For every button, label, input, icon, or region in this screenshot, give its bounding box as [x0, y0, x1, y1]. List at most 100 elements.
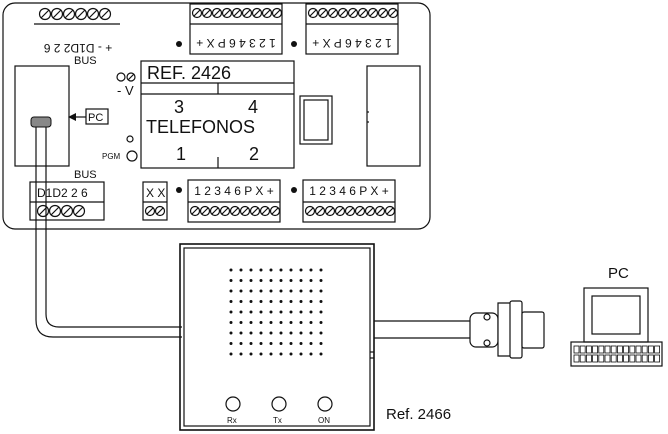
grille-dot: [309, 279, 313, 282]
keyboard-key: [604, 345, 611, 354]
phone-4-label: 4: [248, 97, 258, 117]
db9-connector: [469, 300, 545, 359]
grille-dot: [269, 300, 273, 303]
grille-dot: [229, 310, 233, 314]
grille-dot: [269, 342, 273, 345]
bottom-mid-terminal-label: 1 2 3 4 6 P X +: [194, 184, 274, 198]
pc-computer-icon: [570, 287, 663, 367]
grille-dot: [299, 268, 303, 272]
grille-dot: [259, 331, 263, 335]
grille-dot: [239, 310, 243, 314]
bottom-xx-label: X X: [146, 186, 165, 200]
phone-1-label: 1: [176, 144, 186, 164]
grille-dot: [279, 342, 283, 345]
grille-dot: [249, 321, 253, 324]
led-on: [317, 396, 333, 412]
right-connector: [366, 65, 421, 167]
grille-dot: [319, 342, 323, 345]
grille-dot: [269, 331, 273, 335]
pgm-button: [126, 150, 138, 162]
grille-dot: [289, 279, 293, 282]
grille-dot: [289, 300, 293, 303]
keyboard-key: [586, 345, 592, 354]
keyboard-key: [592, 354, 598, 363]
grille-dot: [249, 342, 253, 345]
grille-dot: [289, 342, 293, 345]
grille-dot: [319, 268, 323, 272]
keyboard-key: [617, 354, 623, 363]
bottom-mid-terminal-block: [187, 179, 281, 223]
keyboard-key: [654, 345, 660, 354]
bottom-xx-block: [142, 181, 168, 221]
display-inner: [303, 99, 329, 141]
grille-dot: [269, 279, 273, 282]
grille-dot: [229, 279, 233, 282]
grille-dot: [249, 268, 253, 272]
top-right-terminal-block: [305, 3, 399, 55]
grille-dot: [259, 321, 263, 324]
keyboard-key: [623, 345, 629, 354]
grille-dot: [319, 352, 323, 356]
grille-dot: [259, 289, 263, 293]
grille-dot: [269, 289, 273, 293]
grille-dot: [309, 310, 313, 314]
grille-dot: [249, 310, 253, 314]
keyboard-key: [629, 354, 636, 363]
grille-dot: [299, 342, 303, 345]
grille-dot: [269, 268, 273, 272]
grille-dot: [229, 300, 233, 303]
grille-dot: [229, 289, 233, 293]
interface-module: [179, 243, 375, 431]
grille-dot: [229, 268, 233, 272]
grille-dot: [229, 331, 233, 335]
grille-dot: [319, 289, 323, 293]
led-rx: [225, 396, 241, 412]
bottom-mid-dot: [176, 187, 182, 193]
grille-dot: [259, 342, 263, 345]
keyboard-key: [648, 354, 654, 363]
ref-2426-label: REF. 2426: [147, 63, 231, 83]
top-mid-terminal-label: 1 2 3 4 6 P X +: [196, 36, 276, 50]
top-left-terminal-block: [34, 7, 120, 25]
grille-dot: [289, 321, 293, 324]
phone-3-label: 3: [174, 97, 184, 117]
keyboard-key: [617, 345, 623, 354]
bus-connector: [14, 65, 70, 167]
bottom-right-terminal-label: 1 2 3 4 6 P X +: [309, 184, 389, 198]
control-board: [2, 2, 431, 230]
grille-dot: [269, 321, 273, 324]
v-led-1: [116, 72, 126, 82]
keyboard-key: [641, 345, 648, 354]
keyboard-key: [573, 354, 580, 363]
grille-dot: [259, 268, 263, 272]
bottom-right-terminal-block: [302, 179, 396, 223]
grille-dot: [229, 352, 233, 356]
grille-dot: [259, 279, 263, 282]
grille-dot: [289, 331, 293, 335]
keyboard-key: [586, 354, 592, 363]
keyboard-key: [610, 354, 617, 363]
top-mid-dot: [176, 41, 182, 47]
grille-dot: [229, 342, 233, 345]
grille-dot: [299, 289, 303, 293]
grille-dot: [319, 279, 323, 282]
grille-dot: [279, 321, 283, 324]
grille-dot: [289, 289, 293, 293]
grille-dot: [229, 321, 233, 324]
grille-dot: [299, 279, 303, 282]
grille-dot: [309, 342, 313, 345]
pc-tag-label: PC: [88, 112, 103, 124]
grille-dot: [269, 352, 273, 356]
keyboard-key: [604, 354, 611, 363]
v-label: - V: [117, 83, 134, 98]
keyboard-key: [623, 354, 629, 363]
pc-keyboard: [573, 345, 660, 363]
top-right-dot: [291, 41, 297, 47]
keyboard-key: [610, 345, 617, 354]
keyboard-key: [629, 345, 636, 354]
keyboard-key: [654, 354, 660, 363]
grille-dot: [249, 300, 253, 303]
grille-dot: [249, 331, 253, 335]
